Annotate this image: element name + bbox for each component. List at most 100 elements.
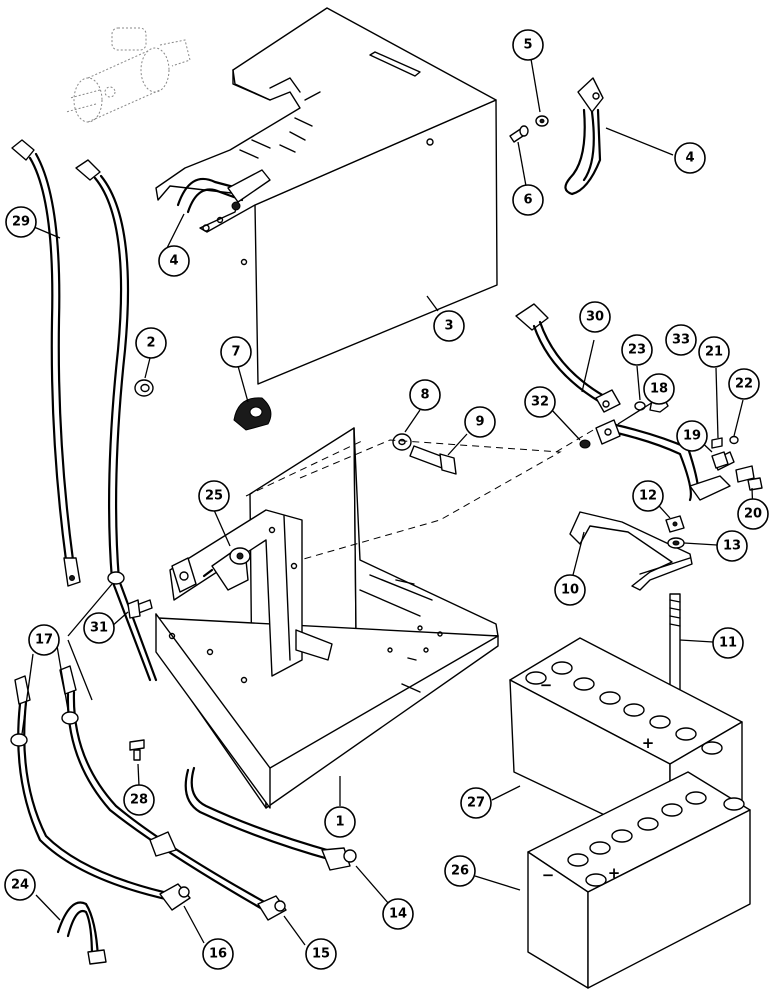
svg-text:23: 23	[628, 343, 646, 358]
svg-text:5: 5	[523, 38, 532, 53]
callout-20: 20	[737, 498, 769, 530]
callout-23: 23	[621, 334, 653, 366]
battery-tray	[155, 427, 499, 809]
battery-26: − +	[527, 771, 751, 989]
terminal-boot-7	[233, 397, 272, 431]
battery-27-minus-sign: −	[540, 676, 553, 694]
svg-text:16: 16	[209, 947, 227, 962]
callout-14: 14	[382, 898, 414, 930]
battery-cable-15	[59, 665, 287, 921]
bolt-9	[409, 445, 457, 475]
ground-cable-30	[515, 303, 621, 413]
svg-text:22: 22	[735, 377, 753, 392]
cable-clamp-24	[56, 901, 107, 965]
svg-text:14: 14	[389, 907, 407, 922]
svg-text:29: 29	[12, 215, 30, 230]
callout-21: 21	[698, 336, 730, 368]
svg-text:18: 18	[650, 382, 668, 397]
callout-7: 7	[220, 336, 252, 368]
starter-motor-illustration	[65, 27, 191, 123]
svg-text:3: 3	[444, 319, 453, 334]
svg-text:7: 7	[231, 345, 240, 360]
svg-text:9: 9	[475, 415, 484, 430]
callout-29: 29	[5, 206, 37, 238]
svg-text:28: 28	[130, 793, 148, 808]
screw-28	[129, 739, 145, 761]
callout-30: 30	[579, 301, 611, 333]
washer-8	[392, 433, 412, 451]
callout-1: 1	[324, 806, 356, 838]
callout-27: 27	[460, 787, 492, 819]
nut-12	[665, 515, 685, 533]
svg-text:12: 12	[639, 489, 657, 504]
grommet-2	[134, 379, 154, 397]
callout-4-left: 4	[158, 245, 190, 277]
callout-17: 17	[28, 624, 60, 656]
washer-23	[634, 401, 646, 411]
battery-26-plus-sign: +	[608, 864, 621, 882]
nut-20	[747, 477, 763, 491]
callout-13: 13	[716, 530, 748, 562]
holddown-clamp-left	[176, 169, 271, 214]
callout-8: 8	[409, 379, 441, 411]
callout-19: 19	[676, 420, 708, 452]
holddown-bar-10	[569, 511, 693, 591]
callout-16: 16	[202, 938, 234, 970]
svg-text:32: 32	[531, 395, 549, 410]
callout-9: 9	[464, 406, 496, 438]
screw-21	[711, 437, 723, 449]
battery-27-plus-sign: +	[642, 734, 655, 752]
washer-5	[535, 115, 549, 127]
battery-cable-16	[10, 675, 191, 911]
callout-4-right: 4	[674, 142, 706, 174]
washer-13	[667, 537, 685, 549]
svg-text:17: 17	[35, 633, 53, 648]
svg-text:4: 4	[685, 151, 694, 166]
nut-19	[711, 451, 729, 469]
callout-28: 28	[123, 784, 155, 816]
callout-5: 5	[512, 29, 544, 61]
callout-33: 33	[665, 324, 697, 356]
screw-6	[509, 125, 529, 143]
washer-32	[579, 439, 591, 449]
svg-text:20: 20	[744, 507, 762, 522]
battery-cover	[155, 7, 498, 385]
holddown-clamp-right	[564, 77, 604, 196]
svg-text:4: 4	[169, 254, 178, 269]
svg-text:21: 21	[705, 345, 723, 360]
battery-cable-main	[75, 159, 158, 682]
battery-26-minus-sign: −	[542, 866, 555, 884]
washer-22	[729, 435, 739, 445]
callout-10: 10	[554, 574, 586, 606]
callout-2: 2	[135, 327, 167, 359]
svg-text:26: 26	[451, 864, 469, 879]
switch-25	[202, 547, 251, 591]
svg-text:2: 2	[146, 336, 155, 351]
svg-text:33: 33	[672, 333, 690, 348]
svg-text:11: 11	[719, 636, 737, 651]
bolt-31	[127, 599, 153, 619]
callout-24: 24	[4, 869, 36, 901]
svg-text:8: 8	[420, 388, 429, 403]
svg-text:25: 25	[205, 489, 223, 504]
svg-text:19: 19	[683, 429, 701, 444]
svg-text:30: 30	[586, 310, 604, 325]
ground-strap-18	[595, 419, 755, 502]
callout-12: 12	[632, 480, 664, 512]
callout-26: 26	[444, 855, 476, 887]
callout-22: 22	[728, 368, 760, 400]
svg-text:31: 31	[90, 621, 108, 636]
callout-11: 11	[712, 627, 744, 659]
svg-text:1: 1	[335, 815, 344, 830]
svg-text:27: 27	[467, 796, 485, 811]
leader-lines	[21, 58, 754, 946]
battery-cable-14	[184, 766, 357, 871]
svg-text:10: 10	[561, 583, 579, 598]
battery-cable-29	[11, 139, 81, 587]
callout-32: 32	[524, 386, 556, 418]
callout-6: 6	[512, 184, 544, 216]
svg-text:13: 13	[723, 539, 741, 554]
callout-15: 15	[305, 938, 337, 970]
svg-text:24: 24	[11, 878, 29, 893]
